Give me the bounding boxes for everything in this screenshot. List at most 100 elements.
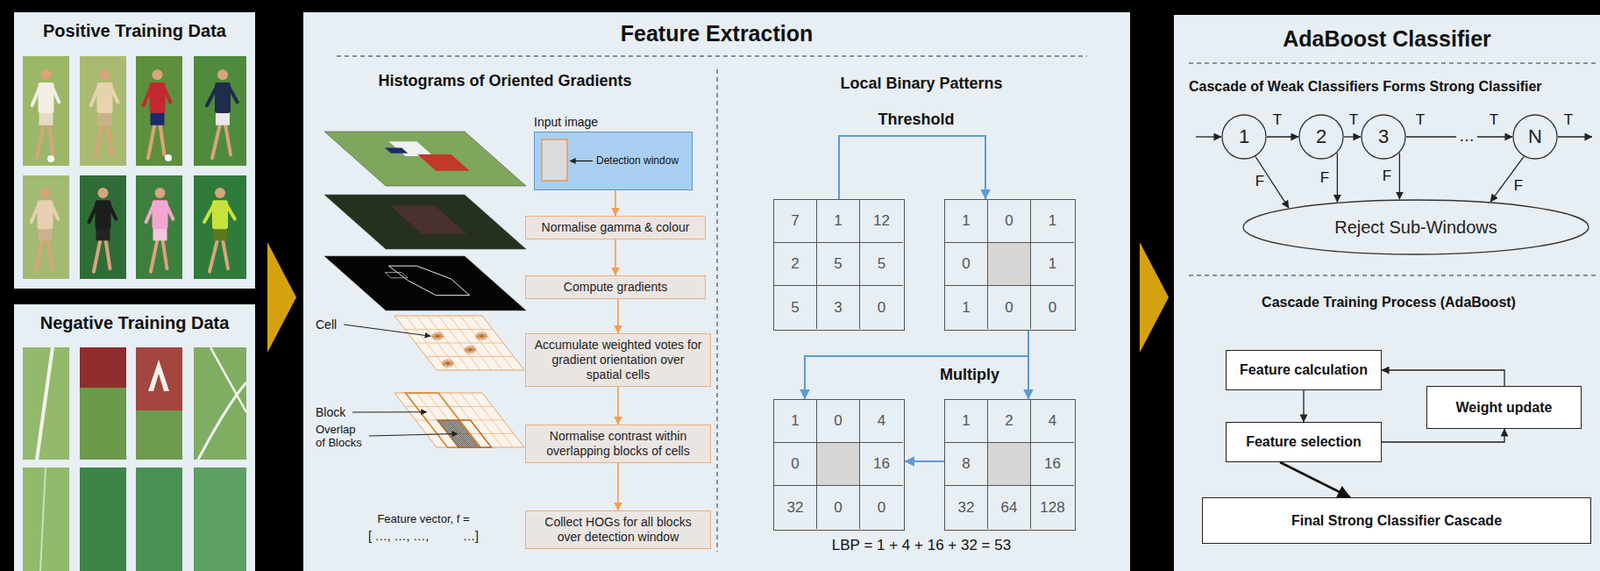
grid-cell: 1 [817, 199, 861, 243]
section-heading: Cascade of Weak Classifiers Forms Strong… [1188, 78, 1543, 95]
box-heading: Input image [533, 114, 598, 129]
step-text: Accumulate weighted votes for gradient o… [533, 337, 703, 382]
player-torso [97, 82, 114, 114]
player-torso [214, 82, 231, 114]
input-arrow [1195, 135, 1222, 137]
edge-label: T [1271, 111, 1284, 129]
player-torso [37, 199, 54, 229]
orientation-histogram [441, 361, 454, 365]
process-box: Feature calculation [1225, 349, 1382, 391]
orientation-histogram [464, 348, 477, 352]
player-figure [91, 69, 119, 158]
separator-line [1188, 63, 1598, 64]
player-figure [143, 69, 171, 158]
training-photo [22, 56, 70, 166]
process-box: Collect HOGs for all blocks over detecti… [525, 510, 712, 549]
process-box: Accumulate weighted votes for gradient o… [525, 333, 712, 387]
grid-cell: 0 [860, 485, 904, 529]
edge-label: F [1512, 177, 1525, 195]
input-image-box: Input imageDetection window [533, 131, 693, 191]
output-arrow [1557, 135, 1593, 137]
player-leg [163, 239, 168, 269]
training-photo [193, 175, 247, 279]
classifier-stage-circle: 3 [1360, 113, 1407, 160]
stage-number: 2 [1315, 125, 1327, 149]
connector [1381, 428, 1505, 442]
panel-title: Feature Extraction [303, 21, 1131, 47]
grid-cell: 1 [1031, 242, 1074, 286]
lbp-grid: 1248163264128 [944, 398, 1076, 531]
connector [839, 135, 986, 200]
grid-cell: 8 [945, 442, 989, 486]
connector [614, 239, 617, 276]
process-box: Normalise contrast within overlapping bl… [525, 424, 712, 463]
grid-cell: 128 [1031, 485, 1074, 529]
player-figure [146, 187, 174, 272]
training-photo [193, 347, 247, 460]
panel-title: AdaBoost Classifier [1173, 26, 1600, 52]
edge-label: T [1414, 111, 1427, 129]
grid-cell: 2 [988, 399, 1032, 443]
player-leg [150, 239, 158, 272]
player-leg [106, 239, 111, 269]
note: [ …, …, …, …] [368, 528, 479, 543]
circle-outline [1299, 114, 1344, 159]
box-label: Detection window [596, 154, 679, 167]
grid-cell: 0 [860, 285, 904, 329]
player-torso [152, 199, 169, 229]
grid-cell: 5 [817, 242, 861, 286]
training-photo [22, 347, 70, 460]
grid-cell: 5 [774, 285, 818, 329]
training-photo [193, 56, 247, 166]
grid-cell: 32 [945, 485, 989, 529]
grid-cell: 5 [860, 242, 904, 286]
player-torso [38, 82, 55, 114]
reject-text: Reject Sub-Windows [1334, 217, 1498, 238]
connector [1280, 462, 1351, 498]
connector [1336, 152, 1338, 202]
connector [614, 190, 617, 216]
training-photo [22, 175, 70, 279]
detection-window [541, 139, 568, 181]
training-photo [22, 467, 70, 571]
classifier-stage-circle: N [1512, 113, 1558, 160]
player-torso [95, 199, 112, 229]
note: Feature vector, f = [376, 512, 470, 527]
lbp-grid: 1040163200 [773, 398, 905, 531]
panel-title: Negative Training Data [14, 312, 256, 334]
player-head [214, 187, 226, 199]
connector [1344, 135, 1361, 137]
advertising-board [135, 347, 183, 411]
edge-label: F [1380, 167, 1394, 185]
player-torso [149, 82, 166, 114]
player-leg [148, 124, 156, 159]
part-label: Overlap of Blocks [315, 423, 366, 450]
panel: AdaBoost Classifier 1 2 3 N Reject Sub-Window… [1173, 14, 1600, 571]
grid-line [415, 342, 504, 344]
player-head [155, 187, 166, 199]
circle-outline [1513, 114, 1558, 159]
player-leg [222, 239, 228, 269]
stage-number: N [1528, 125, 1543, 149]
player-figure [32, 69, 60, 158]
player-head [99, 69, 111, 80]
image-layer [324, 194, 527, 249]
ball [47, 155, 55, 163]
player-shape [390, 205, 468, 234]
image-layer [324, 131, 527, 186]
step-text: Feature calculation [1239, 362, 1368, 378]
stage-number: 1 [1238, 125, 1250, 149]
grid-cell: 64 [988, 485, 1032, 529]
connector [617, 462, 619, 511]
separator-line [1188, 275, 1598, 277]
process-box: Compute gradients [525, 275, 706, 299]
grid-cell: 32 [774, 485, 818, 529]
player-leg [95, 124, 103, 159]
training-photo [135, 56, 183, 166]
flow-chevron [1139, 241, 1169, 353]
player-head [98, 187, 109, 199]
grid-cell: 1 [1031, 199, 1074, 243]
training-photo [79, 467, 127, 571]
grid-line [405, 328, 493, 330]
leader-line [569, 160, 593, 162]
